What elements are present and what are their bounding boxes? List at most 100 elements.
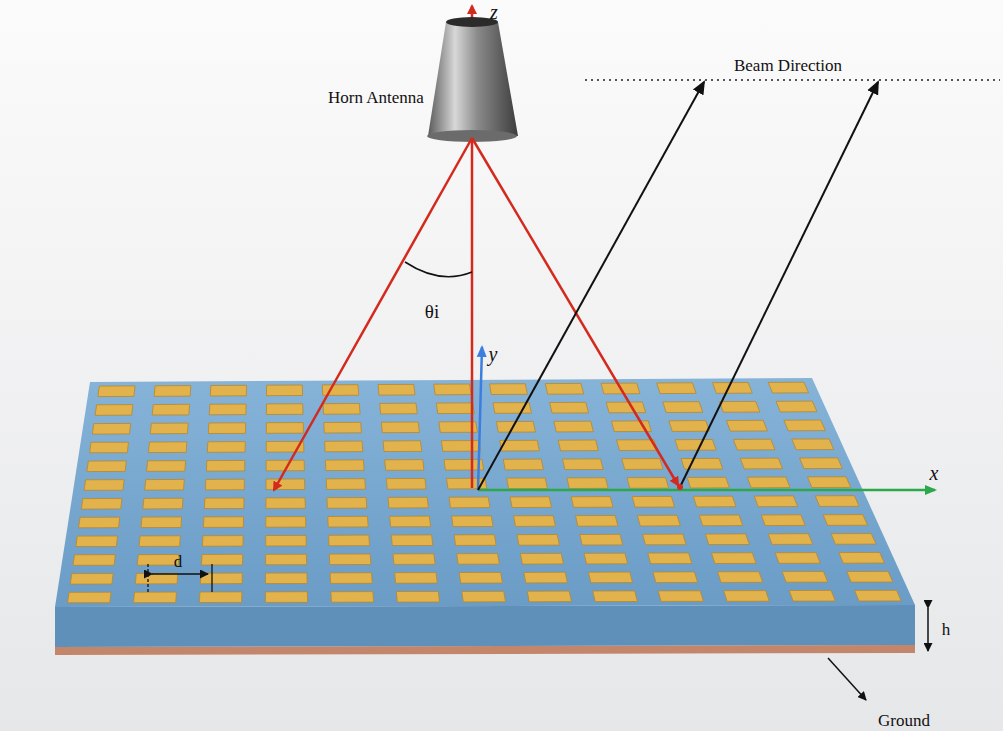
patch-element [567,478,608,489]
patch-element [782,572,828,583]
patch-element [490,384,528,395]
patch-element [266,573,308,584]
patch-element [208,423,245,434]
patch-element [792,439,834,450]
patch-element [70,574,113,585]
axis-label: z [490,1,498,23]
patch-element [554,421,594,432]
patch-element [648,553,692,564]
patch-element [718,572,763,583]
angle-label: θi [425,302,439,323]
patch-element [776,401,817,412]
patch-element [329,554,371,565]
patch-element [265,592,307,603]
patch-element [391,535,432,546]
patch-element [693,496,736,507]
patch-element [84,480,124,491]
patch-element [266,479,305,490]
patch-element [202,536,243,547]
patch-element [754,496,797,507]
patch-element [563,459,604,470]
patch-element [436,403,474,414]
patch-element [199,592,242,603]
patch-element [514,516,556,527]
patch-element [154,386,191,397]
patch-element [385,460,424,471]
patch-element [524,572,568,583]
patch-element [393,554,435,565]
patch-element [726,420,767,431]
patch-element [330,573,372,584]
patch-element [68,592,112,603]
patch-element [145,479,185,490]
patch-element [775,553,820,564]
patch-element [653,572,698,583]
patch-element [663,402,703,413]
patch-element [434,384,471,395]
patch-element [381,422,419,433]
patch-element [135,573,177,584]
patch-element [831,534,876,545]
patch-element [325,460,364,471]
annotation-label: Beam Direction [734,57,842,76]
patch-element [637,515,680,526]
patch-element [657,383,696,394]
patch-element [152,404,189,415]
patch-element [571,497,613,508]
patch-element [329,535,370,546]
patch-element [396,591,439,602]
patch-element [386,479,426,490]
patch-element [510,497,551,508]
patch-element [768,534,813,545]
patch-element [266,498,305,509]
patch-element [266,404,303,415]
patch-element [143,498,183,509]
patch-element [789,590,835,601]
axis-label: y [489,343,498,365]
patch-element [205,479,244,490]
patch-element [266,423,303,434]
patch-element [823,515,867,526]
patch-element [206,460,244,471]
patch-element [800,458,843,469]
patch-element [719,401,760,412]
patch-element [740,458,782,469]
patch-element [457,554,500,565]
patch-element [784,420,826,431]
patch-element [687,477,729,488]
patch-element [462,591,506,602]
patch-element [209,404,246,415]
patch-element [627,478,669,489]
patch-element [87,461,127,472]
patch-element [622,459,663,470]
patch-element [449,497,490,508]
patch-element [632,496,674,507]
patch-element [327,498,367,509]
patch-element [147,461,186,472]
patch-element [73,555,115,566]
layer-label: Ground [878,712,930,731]
patch-element [266,517,306,528]
patch-element [204,498,244,509]
patch-element [331,592,374,603]
patch-element [149,442,187,453]
patch-element [847,571,893,582]
patch-element [507,478,548,489]
patch-element [606,402,646,413]
patch-element [141,517,182,528]
patch-element [323,404,360,415]
patch-element [150,423,188,434]
patch-element [378,384,415,395]
patch-element [380,403,418,414]
patch-element [576,516,618,527]
patch-element [137,555,179,566]
patch-element [203,517,243,528]
dimension-label: h [942,621,951,640]
patch-element [705,534,749,545]
patch-element [724,591,770,602]
patch-element [79,517,120,528]
patch-element [545,383,583,394]
patch-element [517,535,559,546]
patch-element [134,592,177,603]
